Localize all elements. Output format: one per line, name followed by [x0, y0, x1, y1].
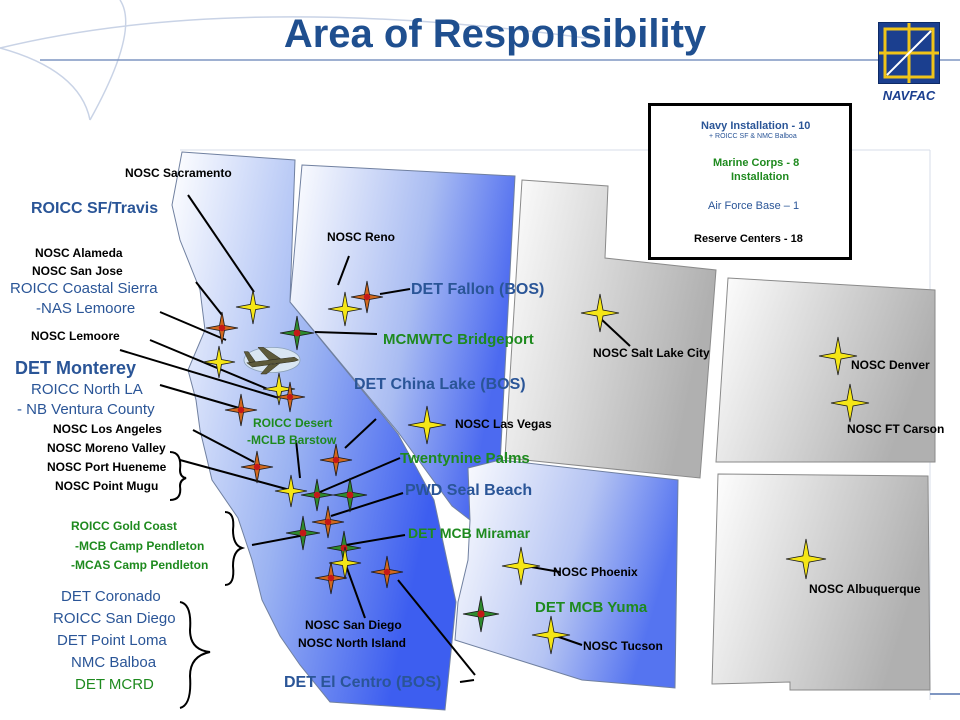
label-nmc-balboa: NMC Balboa	[71, 654, 157, 671]
label-roicc-north-la: ROICC North LA	[31, 381, 143, 398]
label-nosc-denver: NOSC Denver	[851, 358, 930, 372]
label-mclb-barstow: -MCLB Barstow	[247, 433, 337, 447]
label-nosc-ft-carson: NOSC FT Carson	[847, 422, 945, 436]
label-twentynine-palms: Twentynine Palms	[400, 450, 530, 467]
label-nosc-tucson: NOSC Tucson	[583, 639, 663, 653]
label-det-china-lake: DET China Lake (BOS)	[354, 376, 526, 393]
marker-mcb-camp-pendleton	[285, 515, 321, 551]
label-mcas-camp-pendleton: -MCAS Camp Pendleton	[71, 558, 209, 572]
marker-nosc-reno	[327, 291, 363, 327]
marker-det-fallon	[350, 280, 384, 314]
label-det-el-centro: DET El Centro (BOS)	[284, 674, 442, 691]
legend: Navy Installation - 10 + ROICC SF & NMC …	[648, 103, 852, 260]
label-det-monterey: DET Monterey	[15, 358, 137, 378]
marker-nosc-denver	[818, 336, 858, 376]
label-mcmwtc-bridgeport: MCMWTC Bridgeport	[383, 331, 534, 348]
legend-marine-label: Marine Corps - 8	[713, 157, 800, 169]
label-roicc-sf-travis: ROICC SF/Travis	[31, 200, 159, 217]
label-roicc-gold-coast: ROICC Gold Coast	[71, 519, 178, 533]
compass-grid-icon	[879, 23, 939, 83]
marker-nosc-alameda	[202, 345, 236, 379]
decorative-arcs	[0, 0, 601, 121]
label-mcb-camp-pendleton: -MCB Camp Pendleton	[75, 539, 205, 553]
marker-nosc-sacramento	[235, 289, 271, 325]
marker-det-el-centro	[370, 555, 404, 589]
label-nosc-san-diego: NOSC San Diego	[305, 618, 402, 632]
label-det-mcrd: DET MCRD	[75, 676, 154, 693]
label-nosc-las-vegas: NOSC Las Vegas	[455, 417, 552, 431]
navfac-logo: NAVFAC	[872, 18, 946, 108]
page-title: Area of Responsibility	[283, 12, 707, 56]
legend-navy-label: Navy Installation - 10	[701, 120, 811, 132]
navfac-logo-text: NAVFAC	[882, 88, 936, 103]
label-nosc-san-jose: NOSC San Jose	[32, 264, 123, 278]
label-det-mcb-yuma: DET MCB Yuma	[535, 599, 648, 616]
marker-mclb-barstow	[300, 478, 334, 512]
label-nosc-alameda: NOSC Alameda	[35, 246, 123, 260]
state-new-mexico	[711, 473, 931, 691]
label-nosc-reno: NOSC Reno	[327, 230, 396, 244]
label-roicc-coastal-sierra: ROICC Coastal Sierra	[10, 280, 158, 297]
marker-nosc-lemoore	[262, 372, 296, 406]
marker-mcmwtc-bridgeport	[279, 315, 315, 351]
marker-det-coronado	[314, 561, 348, 595]
label-det-fallon: DET Fallon (BOS)	[411, 281, 545, 298]
marker-nosc-phoenix	[501, 546, 541, 586]
marker-nosc-tucson	[531, 615, 571, 655]
state-arizona	[454, 459, 679, 689]
marker-nosc-salt-lake-city	[580, 293, 620, 333]
marker-nosc-san-diego	[328, 546, 362, 580]
label-det-mcb-miramar: DET MCB Miramar	[408, 525, 531, 541]
marker-nosc-albuquerque	[785, 538, 827, 580]
navfac-logo-emblem-icon	[878, 22, 940, 84]
label-nosc-salt-lake-city: NOSC Salt Lake City	[593, 346, 710, 360]
label-det-point-loma: DET Point Loma	[57, 632, 167, 649]
legend-airforce-label: Air Force Base – 1	[708, 200, 800, 212]
label-pwd-seal-beach: PWD Seal Beach	[405, 482, 533, 499]
label-nosc-albuquerque: NOSC Albuquerque	[809, 582, 921, 596]
legend-marine-sublabel: Installation	[731, 171, 790, 183]
marker-det-mcb-yuma	[462, 595, 500, 633]
label-nosc-port-hueneme: NOSC Port Hueneme	[47, 460, 167, 474]
label-roicc-desert: ROICC Desert	[253, 416, 333, 430]
label-nosc-lemoore: NOSC Lemoore	[31, 329, 120, 343]
label-nb-ventura-county: - NB Ventura County	[17, 401, 155, 418]
label-nosc-los-angeles: NOSC Los Angeles	[53, 422, 162, 436]
marker-nosc-las-vegas	[407, 405, 447, 445]
marker-det-monterey	[224, 393, 258, 427]
legend-reserve-label: Reserve Centers - 18	[694, 233, 803, 245]
marker-roicc-sf	[205, 311, 239, 345]
label-det-coronado: DET Coronado	[61, 588, 161, 605]
marker-nas-lemoore	[274, 381, 306, 413]
marker-travis-afb-jet-icon	[243, 346, 301, 375]
marker-nb-ventura	[240, 450, 274, 484]
label-nosc-moreno-valley: NOSC Moreno Valley	[47, 441, 166, 455]
label-nosc-point-mugu: NOSC Point Mugu	[55, 479, 159, 493]
marker-pwd-seal-beach	[311, 505, 345, 539]
label-nosc-north-island: NOSC North Island	[298, 636, 407, 650]
marker-nosc-los-angeles	[274, 474, 308, 508]
state-colorado	[715, 277, 936, 463]
marker-det-china-lake	[319, 443, 353, 477]
label-roicc-san-diego: ROICC San Diego	[53, 610, 176, 627]
legend-navy-sublabel: + ROICC SF & NMC Balboa	[709, 133, 797, 140]
label-nas-lemoore: -NAS Lemoore	[36, 300, 136, 317]
marker-twentynine-palms	[332, 477, 368, 513]
marker-nosc-ft-carson	[830, 383, 870, 423]
label-nosc-phoenix: NOSC Phoenix	[553, 565, 638, 579]
label-nosc-sacramento: NOSC Sacramento	[125, 166, 232, 180]
